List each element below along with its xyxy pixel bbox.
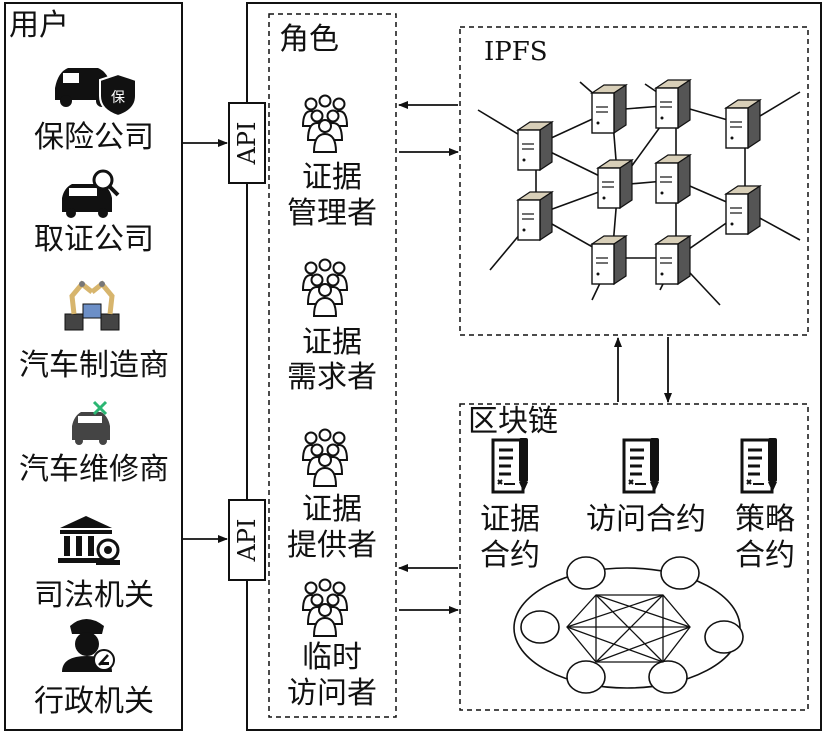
- users-title: 用户: [9, 8, 69, 43]
- ipfs-node-10: [655, 235, 691, 285]
- users-panel: [4, 2, 183, 731]
- ipfs-node-9: [591, 235, 627, 285]
- contract-label-line1: 策略: [735, 502, 795, 537]
- ipfs-node-3: [655, 79, 691, 129]
- api-label-bottom: API: [233, 518, 261, 562]
- people-group-icon: [302, 578, 348, 637]
- role-label-line1: 证据: [302, 492, 362, 527]
- user-label-forensics: 取证公司: [34, 222, 154, 257]
- ipfs-node-7: [655, 154, 691, 204]
- role-label-line2: 访问者: [287, 676, 377, 711]
- user-label-repairer: 汽车维修商: [19, 452, 169, 487]
- blockchain-panel: [459, 403, 809, 711]
- police-officer-icon: [62, 619, 115, 672]
- car-shield-icon: 保: [55, 68, 137, 118]
- ipfs-node-1: [517, 121, 553, 171]
- contract-label-line2: 合约: [735, 538, 795, 573]
- contract-document-icon: [622, 436, 661, 494]
- blockchain-mesh: [566, 594, 691, 663]
- api-box-top: [228, 102, 266, 184]
- roles-title: 角色: [279, 22, 339, 57]
- role-label-line1: 证据: [302, 160, 362, 195]
- people-group-icon: [302, 94, 348, 153]
- api-label-top: API: [233, 121, 261, 165]
- blockchain-title: 区块链: [468, 404, 558, 439]
- role-label-line2: 需求者: [287, 360, 377, 395]
- contract-label-line1: 访问合约: [586, 502, 706, 537]
- contract-document-icon: [491, 436, 530, 494]
- user-label-insurance: 保险公司: [34, 120, 154, 155]
- ipfs-panel: [459, 26, 809, 336]
- ipfs-node-5: [517, 191, 553, 241]
- courthouse-icon: [58, 516, 120, 565]
- ipfs-node-2: [591, 84, 627, 134]
- people-group-icon: [302, 258, 348, 317]
- blockchain-network: [513, 556, 744, 694]
- ipfs-node-6: [597, 159, 633, 209]
- user-label-manufacturer: 汽车制造商: [19, 348, 169, 383]
- api-box-bottom: [228, 499, 266, 581]
- role-label-line2: 管理者: [287, 196, 377, 231]
- car-repair-icon: [72, 400, 110, 445]
- contract-label-line2: 合约: [480, 538, 540, 573]
- role-label-line1: 临时: [302, 640, 362, 675]
- contract-document-icon: [740, 436, 779, 494]
- user-label-judicial: 司法机关: [34, 578, 154, 613]
- robot-arms-icon: [64, 280, 120, 331]
- car-magnifier-icon: [62, 169, 120, 218]
- ipfs-title: IPFS: [484, 37, 548, 67]
- ipfs-node-8: [725, 185, 761, 235]
- ipfs-node-4: [725, 99, 761, 149]
- people-group-icon: [302, 428, 348, 487]
- user-label-administrative: 行政机关: [34, 684, 154, 719]
- roles-panel: [268, 13, 397, 718]
- svg-text:保: 保: [111, 90, 125, 106]
- system-panel: [246, 2, 822, 731]
- contract-label-line1: 证据: [480, 502, 540, 537]
- role-label-line1: 证据: [302, 325, 362, 360]
- role-label-line2: 提供者: [287, 528, 377, 563]
